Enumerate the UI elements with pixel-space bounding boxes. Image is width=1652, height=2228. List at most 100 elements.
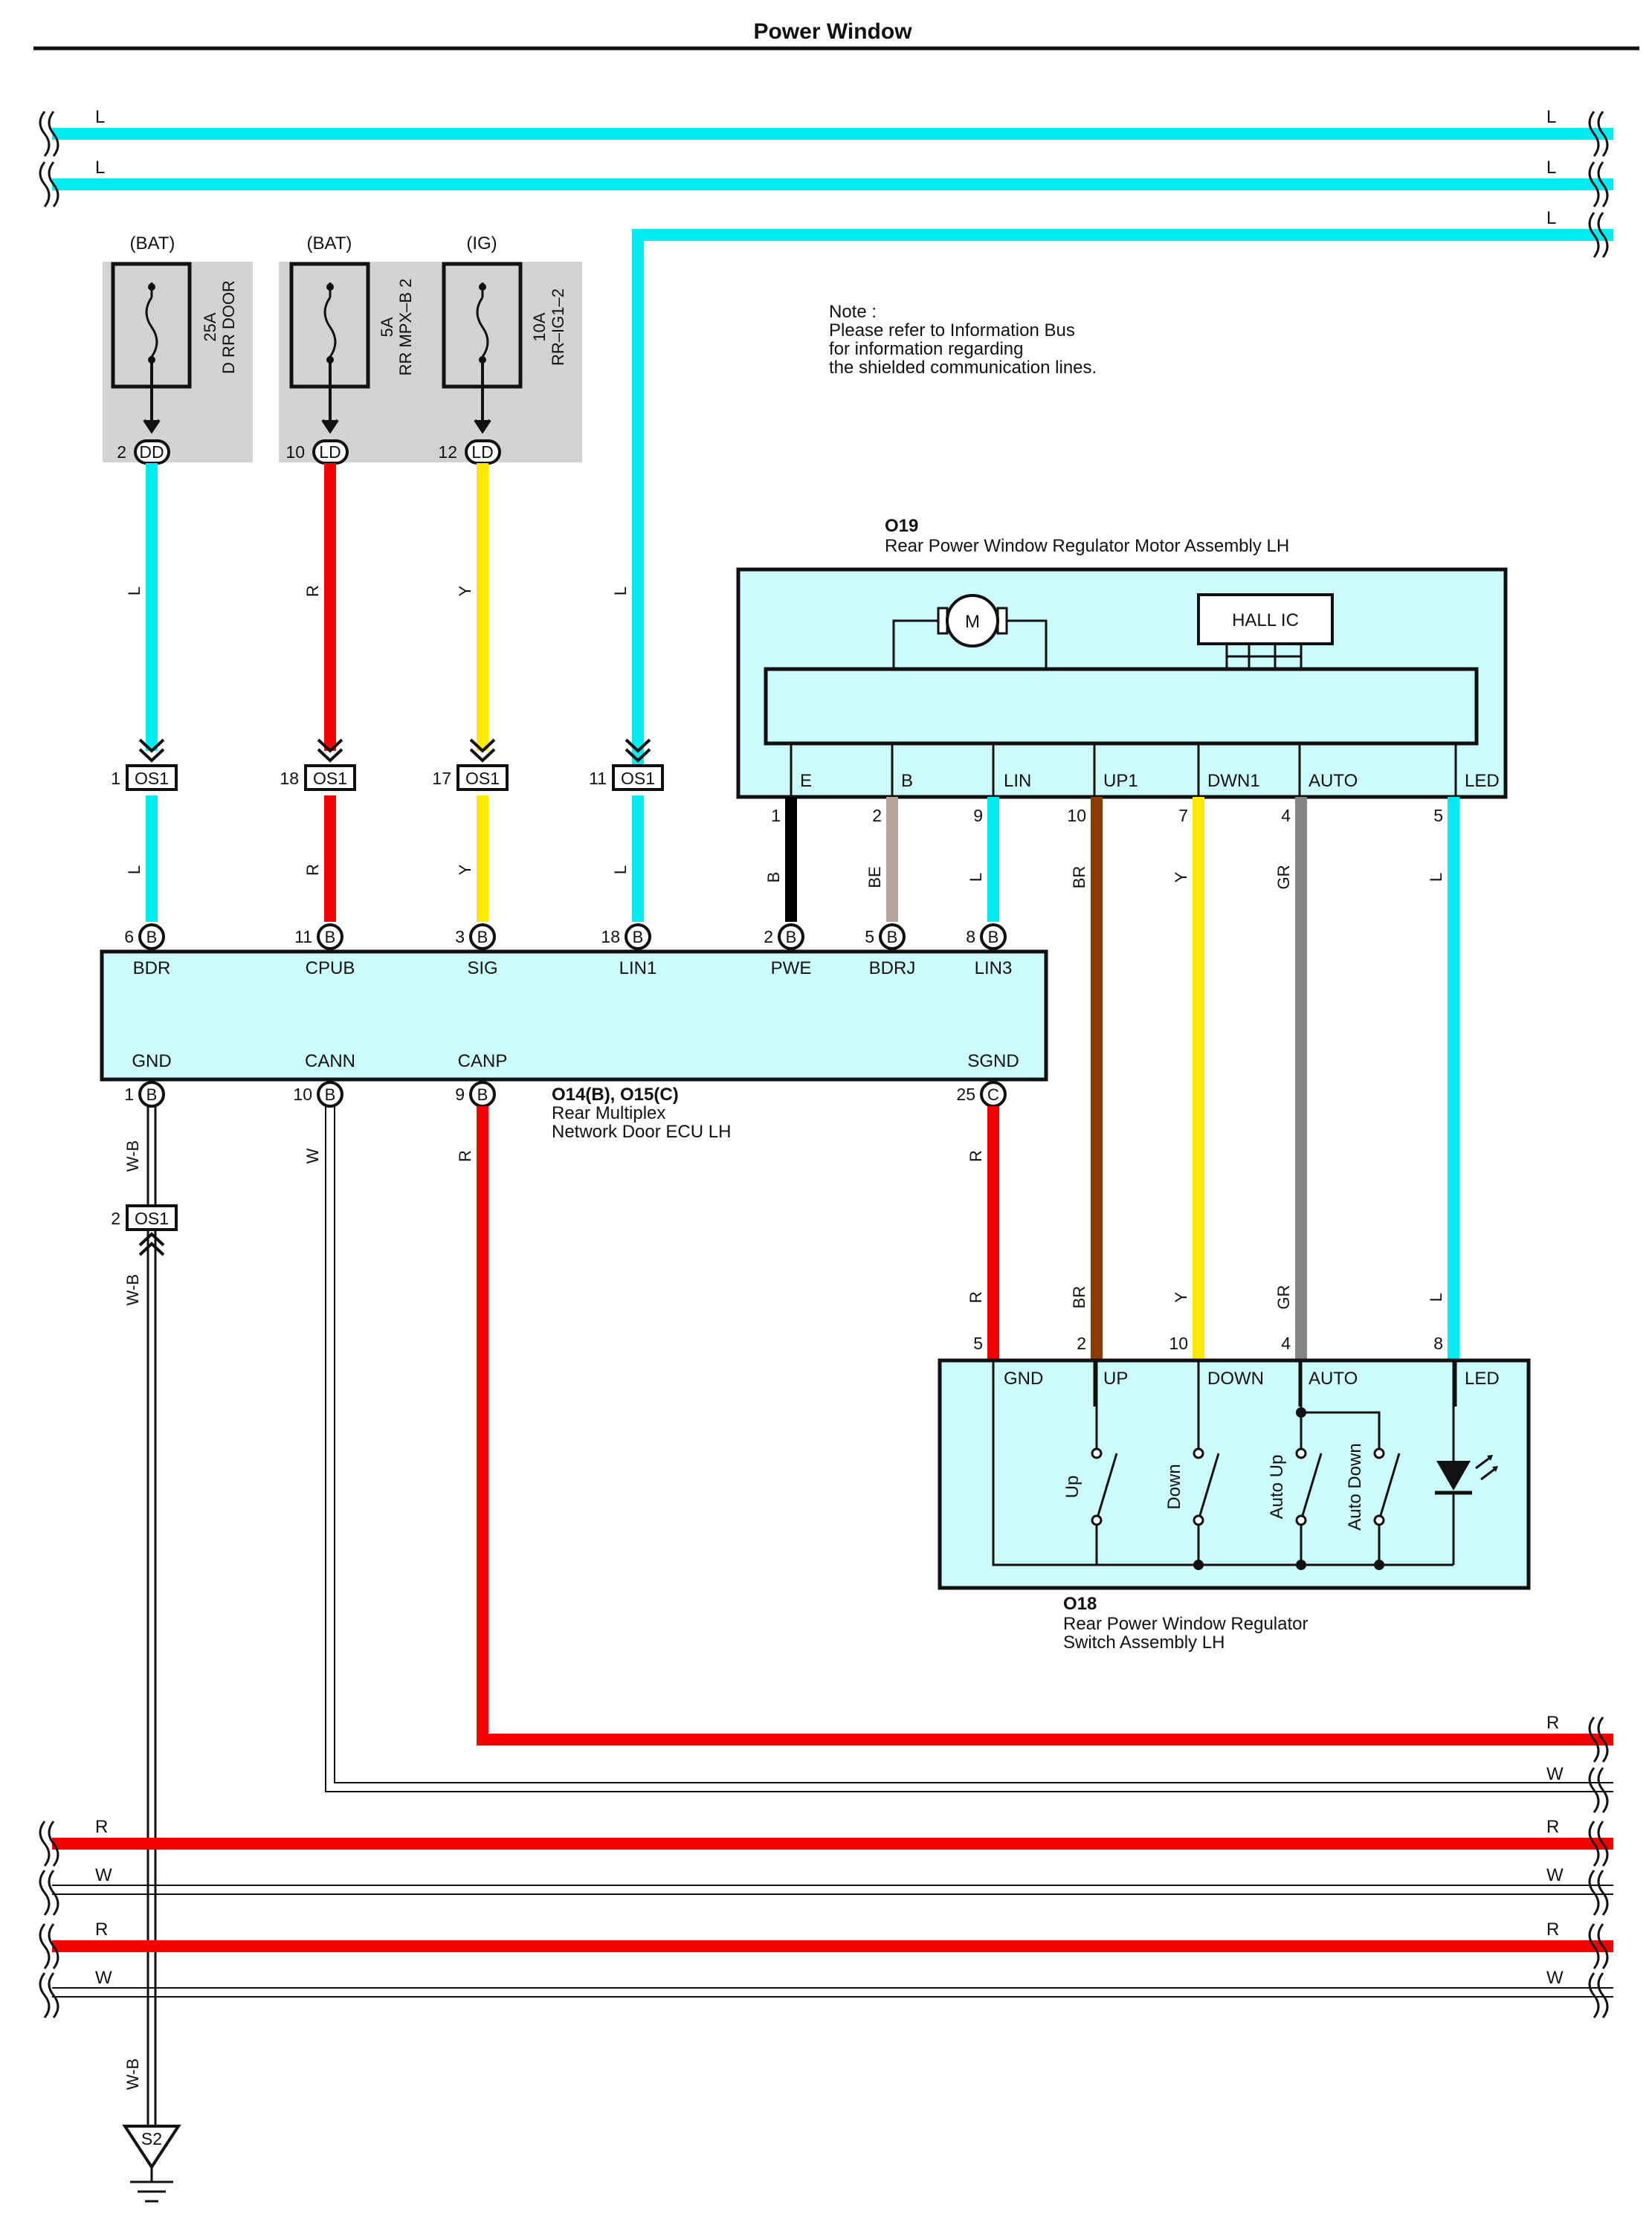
svg-text:9: 9 bbox=[455, 1085, 465, 1104]
svg-text:Note :: Note : bbox=[829, 302, 877, 322]
terminal-label: E bbox=[800, 771, 812, 791]
ground-icon bbox=[122, 2125, 181, 2170]
ecu-pin-label: PWE bbox=[771, 958, 812, 978]
note: Note : Please refer to Information Bus f… bbox=[829, 302, 1097, 378]
fuse-name: D RR DOOR bbox=[219, 280, 238, 374]
svg-text:R: R bbox=[1546, 1919, 1559, 1940]
svg-text:B: B bbox=[325, 1085, 336, 1104]
wire-color-label: W bbox=[303, 1148, 322, 1163]
wire-color-label: Y bbox=[456, 585, 474, 596]
lower-wires: R R R W W-B W-B W-B OS1 2 S2 bbox=[111, 1106, 1613, 2203]
svg-text:LD: LD bbox=[471, 442, 493, 462]
svg-text:W: W bbox=[1546, 1865, 1564, 1885]
terminal-label: DWN1 bbox=[1207, 771, 1260, 791]
fuse-box-1 bbox=[103, 262, 253, 462]
ground-label: S2 bbox=[141, 2129, 162, 2148]
wire-color-label: Y bbox=[1172, 871, 1190, 882]
svg-text:Please refer to Information Bu: Please refer to Information Bus bbox=[829, 320, 1075, 340]
break-marks bbox=[39, 111, 1609, 258]
svg-text:OS1: OS1 bbox=[621, 769, 655, 788]
fuse-source: (BAT) bbox=[130, 233, 175, 254]
svg-text:2: 2 bbox=[117, 442, 126, 462]
wire-color-label: R bbox=[303, 864, 322, 876]
terminal-label: UP bbox=[1103, 1369, 1128, 1389]
svg-text:B: B bbox=[477, 928, 488, 946]
terminal-label: GND bbox=[1004, 1369, 1043, 1389]
wire-color-label: L bbox=[611, 587, 630, 595]
switch-assembly-o18: 5 2 10 4 8 GND UP DOWN AUTO LED bbox=[938, 1334, 1531, 1653]
bus-label: L bbox=[1546, 158, 1556, 178]
svg-text:R: R bbox=[95, 1919, 108, 1940]
terminal-label: AUTO bbox=[1309, 771, 1358, 791]
svg-text:R: R bbox=[1546, 1713, 1559, 1733]
svg-text:8: 8 bbox=[966, 927, 975, 946]
fuse-box-2 bbox=[279, 262, 582, 462]
ecu-pin-label: LIN3 bbox=[975, 958, 1013, 978]
page-title: Power Window bbox=[753, 19, 912, 44]
svg-text:5: 5 bbox=[1433, 806, 1443, 825]
bottom-bus-lines: R W R W R W R W R W bbox=[39, 1713, 1613, 2018]
svg-text:11: 11 bbox=[294, 927, 312, 946]
svg-text:HALL IC: HALL IC bbox=[1232, 610, 1299, 630]
svg-text:25: 25 bbox=[956, 1085, 975, 1104]
svg-text:R: R bbox=[95, 1817, 108, 1837]
svg-text:17: 17 bbox=[432, 769, 451, 788]
ecu-pin-label: GND bbox=[132, 1051, 171, 1071]
bus-label: L bbox=[95, 107, 105, 127]
component-id: O14(B), O15(C) bbox=[552, 1085, 679, 1105]
fuse-connector: DD 2 bbox=[117, 439, 170, 465]
terminal-label: DOWN bbox=[1207, 1369, 1264, 1389]
svg-text:10: 10 bbox=[293, 1085, 312, 1104]
wire-color-label: R bbox=[967, 1291, 985, 1303]
ecu-pin-label: BDRJ bbox=[869, 958, 916, 978]
svg-text:9: 9 bbox=[973, 806, 983, 825]
wire-color-label: Y bbox=[1172, 1291, 1190, 1302]
svg-text:2: 2 bbox=[1077, 1334, 1086, 1353]
svg-text:7: 7 bbox=[1178, 806, 1188, 825]
wire-color-label: GR bbox=[1274, 865, 1293, 890]
svg-text:M: M bbox=[965, 612, 980, 632]
hall-ic bbox=[1197, 593, 1334, 645]
svg-text:R: R bbox=[1546, 1817, 1559, 1837]
svg-text:B: B bbox=[477, 1085, 488, 1104]
fuse-source: (IG) bbox=[466, 233, 497, 254]
svg-text:B: B bbox=[786, 928, 797, 946]
fuse-rating: 10A bbox=[530, 312, 549, 341]
svg-text:B: B bbox=[325, 928, 336, 946]
ecu-pin-label: LIN1 bbox=[619, 958, 657, 978]
svg-text:4: 4 bbox=[1281, 806, 1291, 825]
ecu-pin-label: BDR bbox=[133, 958, 171, 978]
motor-wires: 1 2 9 10 7 4 5 B BE L BR Y GR L BR Y GR … bbox=[764, 797, 1459, 1360]
svg-text:for information regarding: for information regarding bbox=[829, 339, 1023, 359]
wire-color-label: R bbox=[967, 1150, 985, 1162]
motor-assembly-o19: O19 Rear Power Window Regulator Motor As… bbox=[736, 516, 1508, 799]
svg-text:OS1: OS1 bbox=[135, 769, 169, 788]
os1-connector bbox=[126, 1204, 178, 1231]
os1-labels: OS1 OS1 OS1 OS1 1 18 17 11 bbox=[111, 769, 655, 788]
wire-color-label: BR bbox=[1070, 866, 1088, 889]
switch-label: Auto Up bbox=[1267, 1455, 1287, 1520]
component-name: Rear Power Window Regulator bbox=[1063, 1614, 1308, 1634]
svg-text:B: B bbox=[146, 1085, 158, 1104]
svg-text:6: 6 bbox=[124, 927, 134, 946]
svg-text:C: C bbox=[987, 1085, 999, 1104]
svg-text:5: 5 bbox=[973, 1334, 983, 1353]
upper-wires: L R Y L L R Y L bbox=[125, 463, 644, 922]
svg-text:10: 10 bbox=[1169, 1334, 1188, 1353]
svg-text:12: 12 bbox=[438, 442, 457, 462]
svg-text:OS1: OS1 bbox=[135, 1209, 169, 1228]
switch-label: Auto Down bbox=[1345, 1443, 1365, 1530]
ecu-pin-label: SGND bbox=[967, 1051, 1019, 1071]
wire-color-label: L bbox=[125, 865, 143, 874]
ecu-pin-label: CANN bbox=[305, 1051, 355, 1071]
fuse-rating: 5A bbox=[378, 317, 396, 337]
fuse-icon bbox=[442, 262, 523, 434]
bus-line-3-lin1 bbox=[632, 229, 1613, 788]
terminal-label: LED bbox=[1465, 1369, 1500, 1389]
svg-text:2: 2 bbox=[111, 1209, 120, 1228]
svg-text:10: 10 bbox=[1067, 806, 1086, 825]
fuse-section: (BAT) (BAT) (IG) 25A D RR DOOR 5A RR MPX… bbox=[103, 233, 582, 465]
svg-text:2: 2 bbox=[764, 927, 773, 946]
ecu-o14-o15: B B B B B B B B B B C 6 11 3 18 2 5 8 1 … bbox=[100, 923, 1048, 1142]
wire-color-label: L bbox=[125, 587, 143, 595]
